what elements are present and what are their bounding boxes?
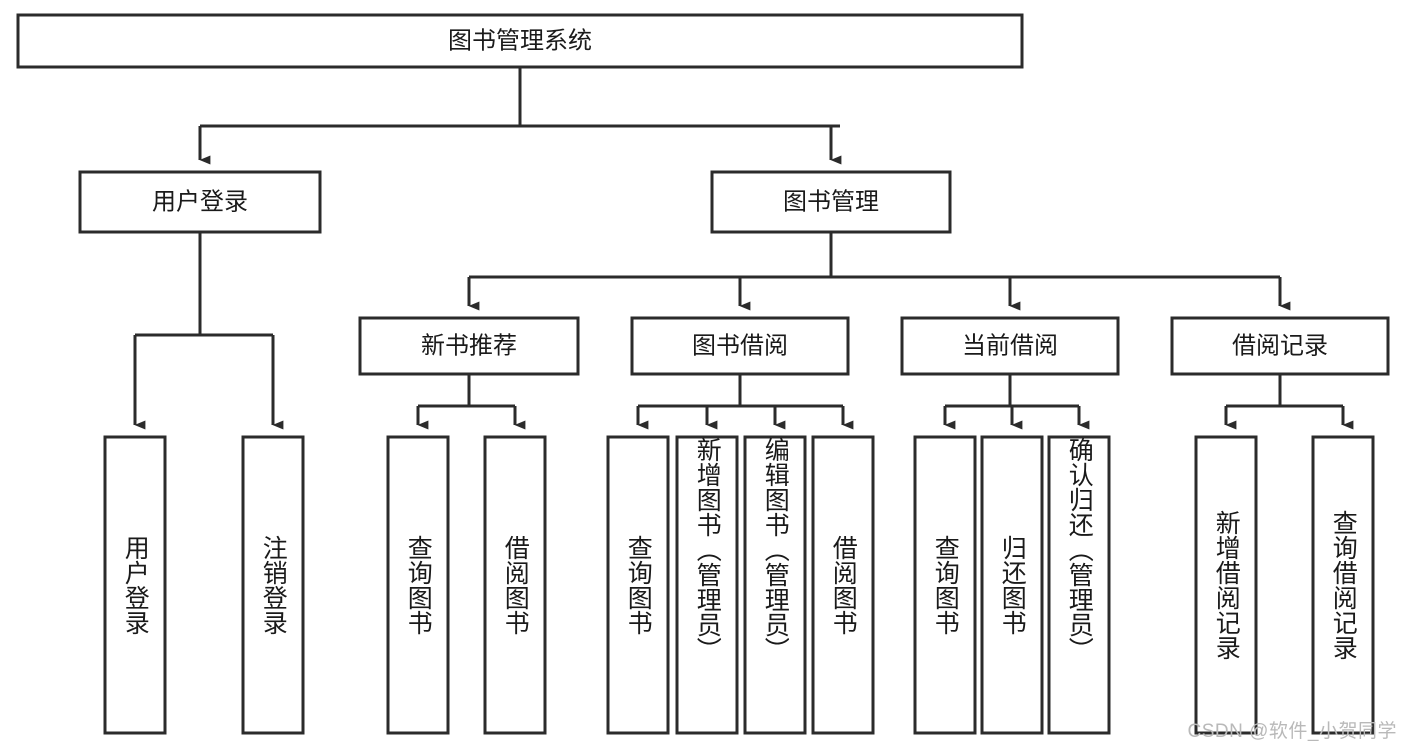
- leaf-box-borrow-book-1[interactable]: [483, 435, 547, 735]
- leaf-boxes: [103, 435, 1375, 735]
- node-book-management-label: 图书管理: [783, 188, 879, 215]
- connector-borrow-to-leaves: [636, 374, 854, 430]
- node-root-label: 图书管理系统: [448, 27, 592, 54]
- node-new-book-recommend[interactable]: 新书推荐: [358, 316, 580, 376]
- node-book-borrow-label: 图书借阅: [692, 332, 788, 359]
- leaf-box-borrow-book-2[interactable]: [811, 435, 875, 735]
- leaf-box-add-book[interactable]: [675, 435, 739, 735]
- leaf-box-query-book-3[interactable]: [913, 435, 977, 735]
- node-borrow-record-label: 借阅记录: [1232, 332, 1328, 359]
- node-current-borrow[interactable]: 当前借阅: [900, 316, 1120, 376]
- leaf-box-edit-book[interactable]: [743, 435, 807, 735]
- connector-userlogin-to-leaves: [133, 232, 284, 430]
- node-book-management[interactable]: 图书管理: [710, 170, 952, 234]
- leaf-box-query-book-1[interactable]: [386, 435, 450, 735]
- connector-bookmgmt-to-level3: [467, 232, 1291, 311]
- connector-current-to-leaves: [943, 374, 1090, 430]
- connector-root-to-level2: [198, 67, 842, 165]
- node-book-borrow[interactable]: 图书借阅: [630, 316, 850, 376]
- node-borrow-record[interactable]: 借阅记录: [1170, 316, 1390, 376]
- node-user-login[interactable]: 用户登录: [78, 170, 322, 234]
- leaf-box-query-book-2[interactable]: [606, 435, 670, 735]
- node-current-borrow-label: 当前借阅: [962, 332, 1058, 359]
- node-new-book-recommend-label: 新书推荐: [421, 332, 517, 359]
- leaf-box-confirm-return[interactable]: [1047, 435, 1111, 735]
- node-root[interactable]: 图书管理系统: [16, 13, 1024, 69]
- leaf-box-return-book[interactable]: [980, 435, 1044, 735]
- node-user-login-label: 用户登录: [152, 188, 248, 215]
- connector-recommend-to-leaves: [416, 374, 526, 430]
- leaf-box-add-record[interactable]: [1194, 435, 1258, 735]
- leaf-box-user-logout[interactable]: [241, 435, 305, 735]
- connector-record-to-leaves: [1224, 374, 1354, 430]
- leaf-box-query-record[interactable]: [1311, 435, 1375, 735]
- leaf-box-user-login[interactable]: [103, 435, 167, 735]
- watermark-text: CSDN @软件_小贺同学: [1187, 721, 1397, 742]
